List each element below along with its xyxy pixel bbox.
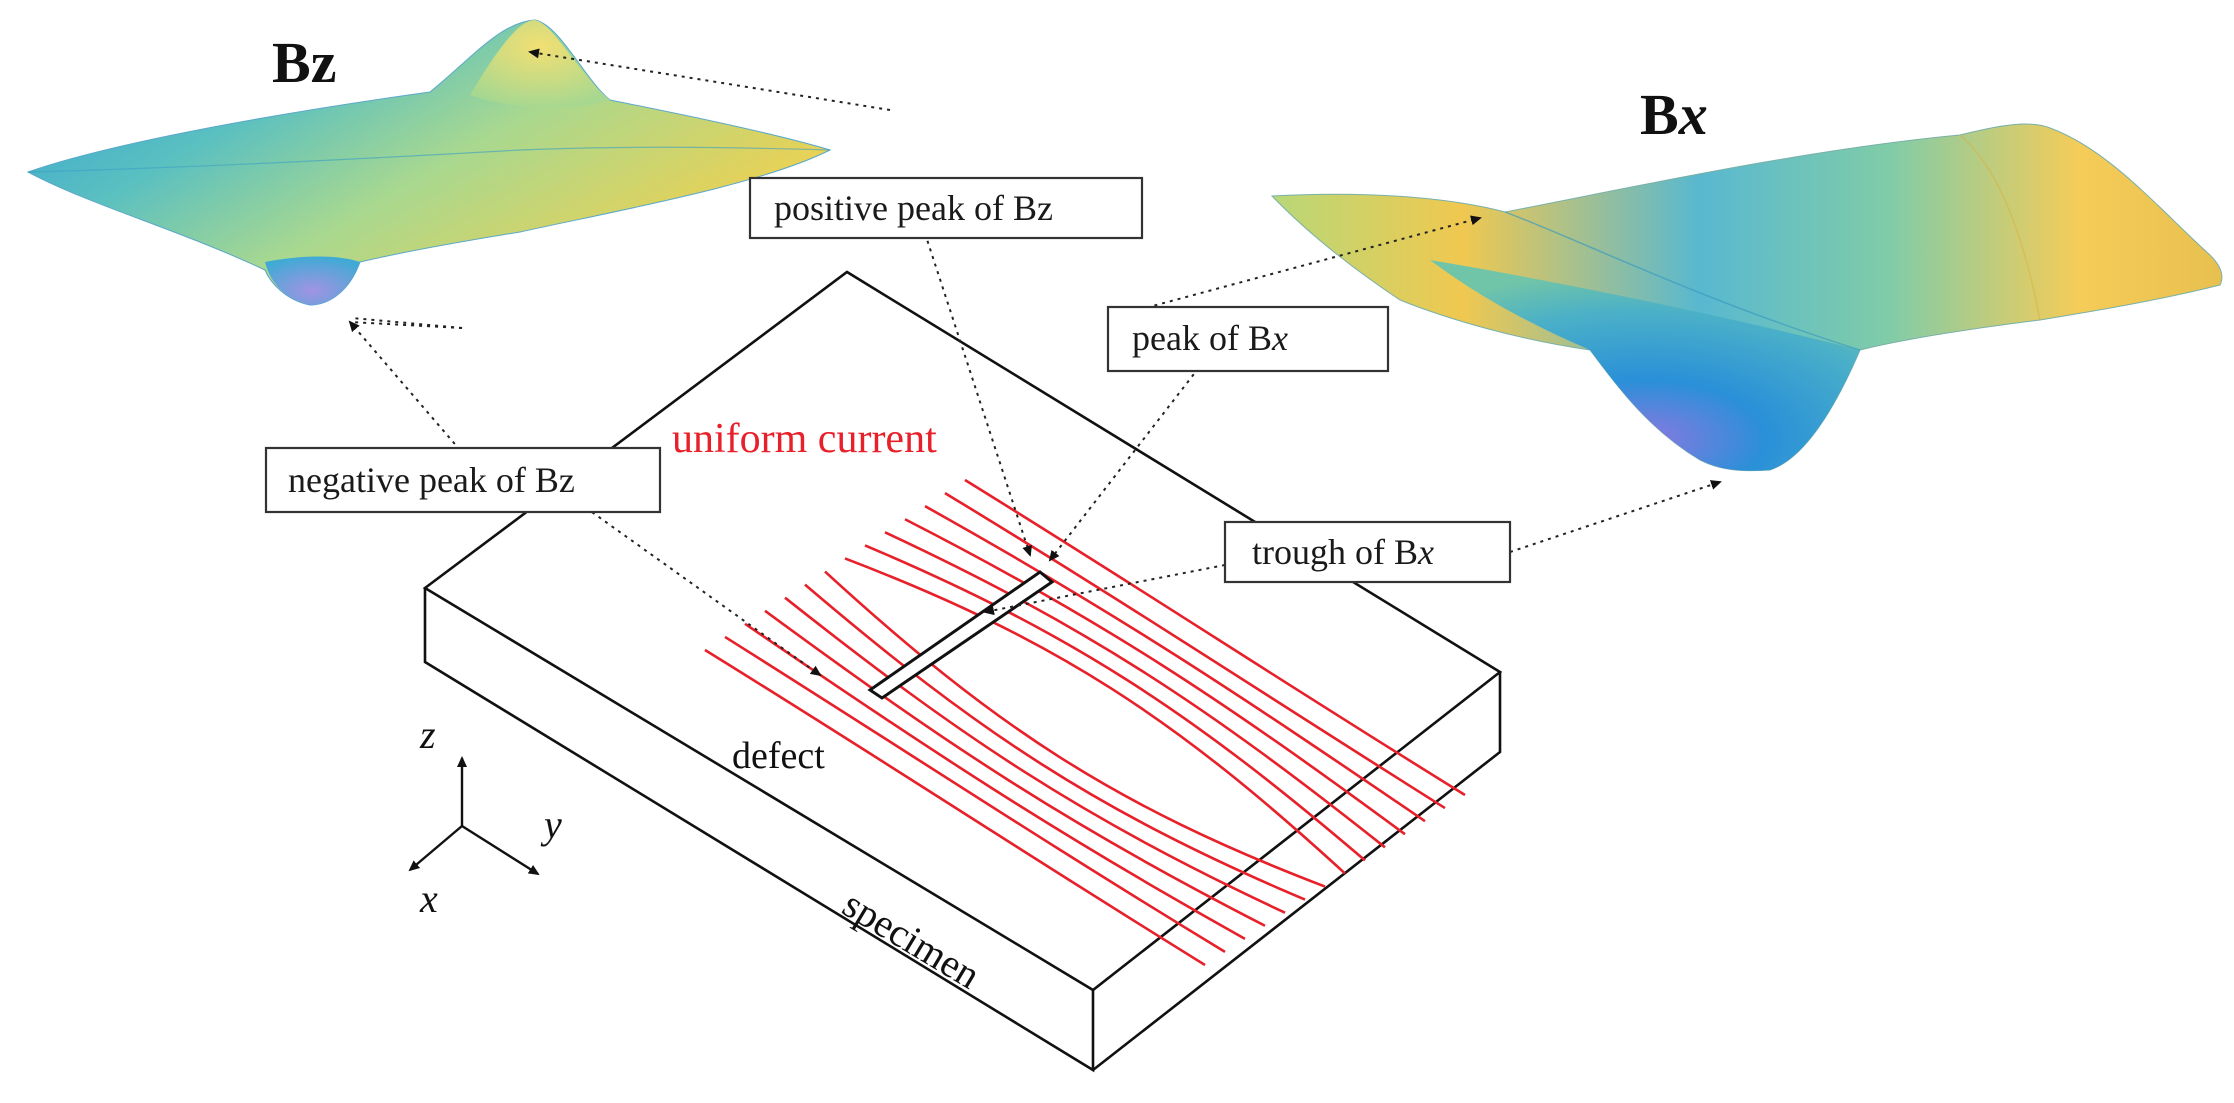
svg-text:peak of Bx: peak of Bx	[1132, 318, 1288, 358]
label-trough-bx: trough of Bx	[1223, 520, 1512, 584]
current-line	[944, 491, 1446, 810]
current-line	[804, 583, 1306, 901]
axis-y-label: y	[540, 802, 562, 847]
axis-x-label: x	[419, 876, 438, 921]
bz-surface	[26, 19, 832, 306]
bx-surface	[1270, 123, 2223, 472]
current-line	[904, 518, 1406, 836]
svg-text:negative peak of Bz: negative peak of Bz	[288, 460, 575, 500]
label-negative-peak-bz: negative peak of Bz	[264, 446, 662, 514]
current-line	[864, 544, 1366, 862]
current-line	[824, 570, 1326, 888]
defect-label: defect	[732, 735, 825, 777]
bz-title: Bz	[272, 30, 336, 95]
bx-title: Bx	[1640, 82, 1708, 147]
current-line	[724, 635, 1226, 954]
axis-z-label: z	[419, 712, 436, 757]
current-line	[884, 531, 1386, 849]
specimen-label: specimen	[835, 881, 988, 997]
current-line	[924, 505, 1426, 823]
specimen-block	[422, 270, 1503, 1073]
current-line	[704, 648, 1206, 967]
label-peak-bx: peak of Bx	[1106, 305, 1390, 373]
svg-text:trough of Bx: trough of Bx	[1252, 532, 1434, 572]
current-line	[784, 596, 1286, 914]
current-line	[844, 557, 1346, 875]
uniform-current-label: uniform current	[672, 416, 937, 462]
svg-text:positive peak of Bz: positive peak of Bz	[774, 188, 1053, 228]
label-positive-peak-bz: positive peak of Bz	[748, 176, 1144, 240]
current-line	[764, 609, 1266, 927]
current-line	[964, 478, 1466, 797]
coordinate-axes: z y x	[408, 712, 562, 921]
